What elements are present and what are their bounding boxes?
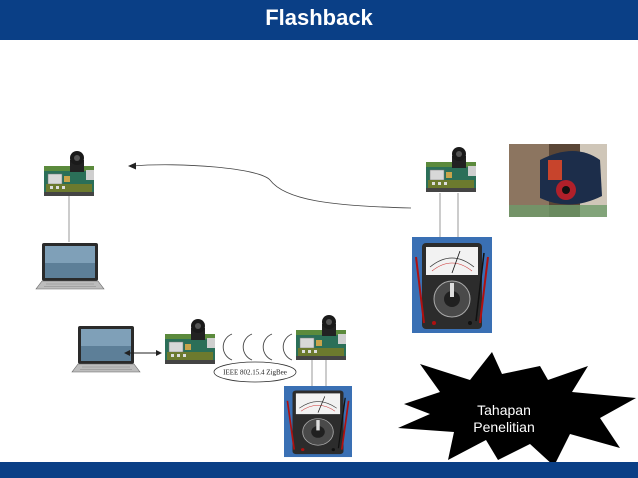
- burst-shape: [398, 352, 636, 466]
- multimeter-icon: [411, 236, 493, 334]
- sensor-node-icon: [425, 146, 477, 193]
- sensor-node-icon: [43, 150, 95, 197]
- burst-line-1: Tahapan: [477, 402, 531, 418]
- burst-text: Tahapan Penelitian: [456, 402, 552, 436]
- title-bar: [0, 0, 638, 40]
- zigbee-label: IEEE 802.15.4 ZigBee: [223, 369, 287, 377]
- sensor-node-icon: [295, 314, 347, 361]
- slide-title: Flashback: [265, 5, 373, 30]
- bottom-bar: [0, 462, 638, 478]
- laptop-icon: [71, 325, 141, 373]
- sensor-node-icon: [164, 318, 216, 365]
- flow-arrow: [131, 164, 412, 209]
- burst-line-2: Penelitian: [473, 419, 535, 435]
- wireless-signal-icon: [222, 333, 293, 361]
- arrowhead-icon: [128, 162, 136, 170]
- laptop-icon: [35, 242, 105, 290]
- photo-thumbnail: [509, 144, 607, 217]
- zigbee-label-bubble: [213, 361, 297, 383]
- multimeter-icon: [283, 385, 353, 458]
